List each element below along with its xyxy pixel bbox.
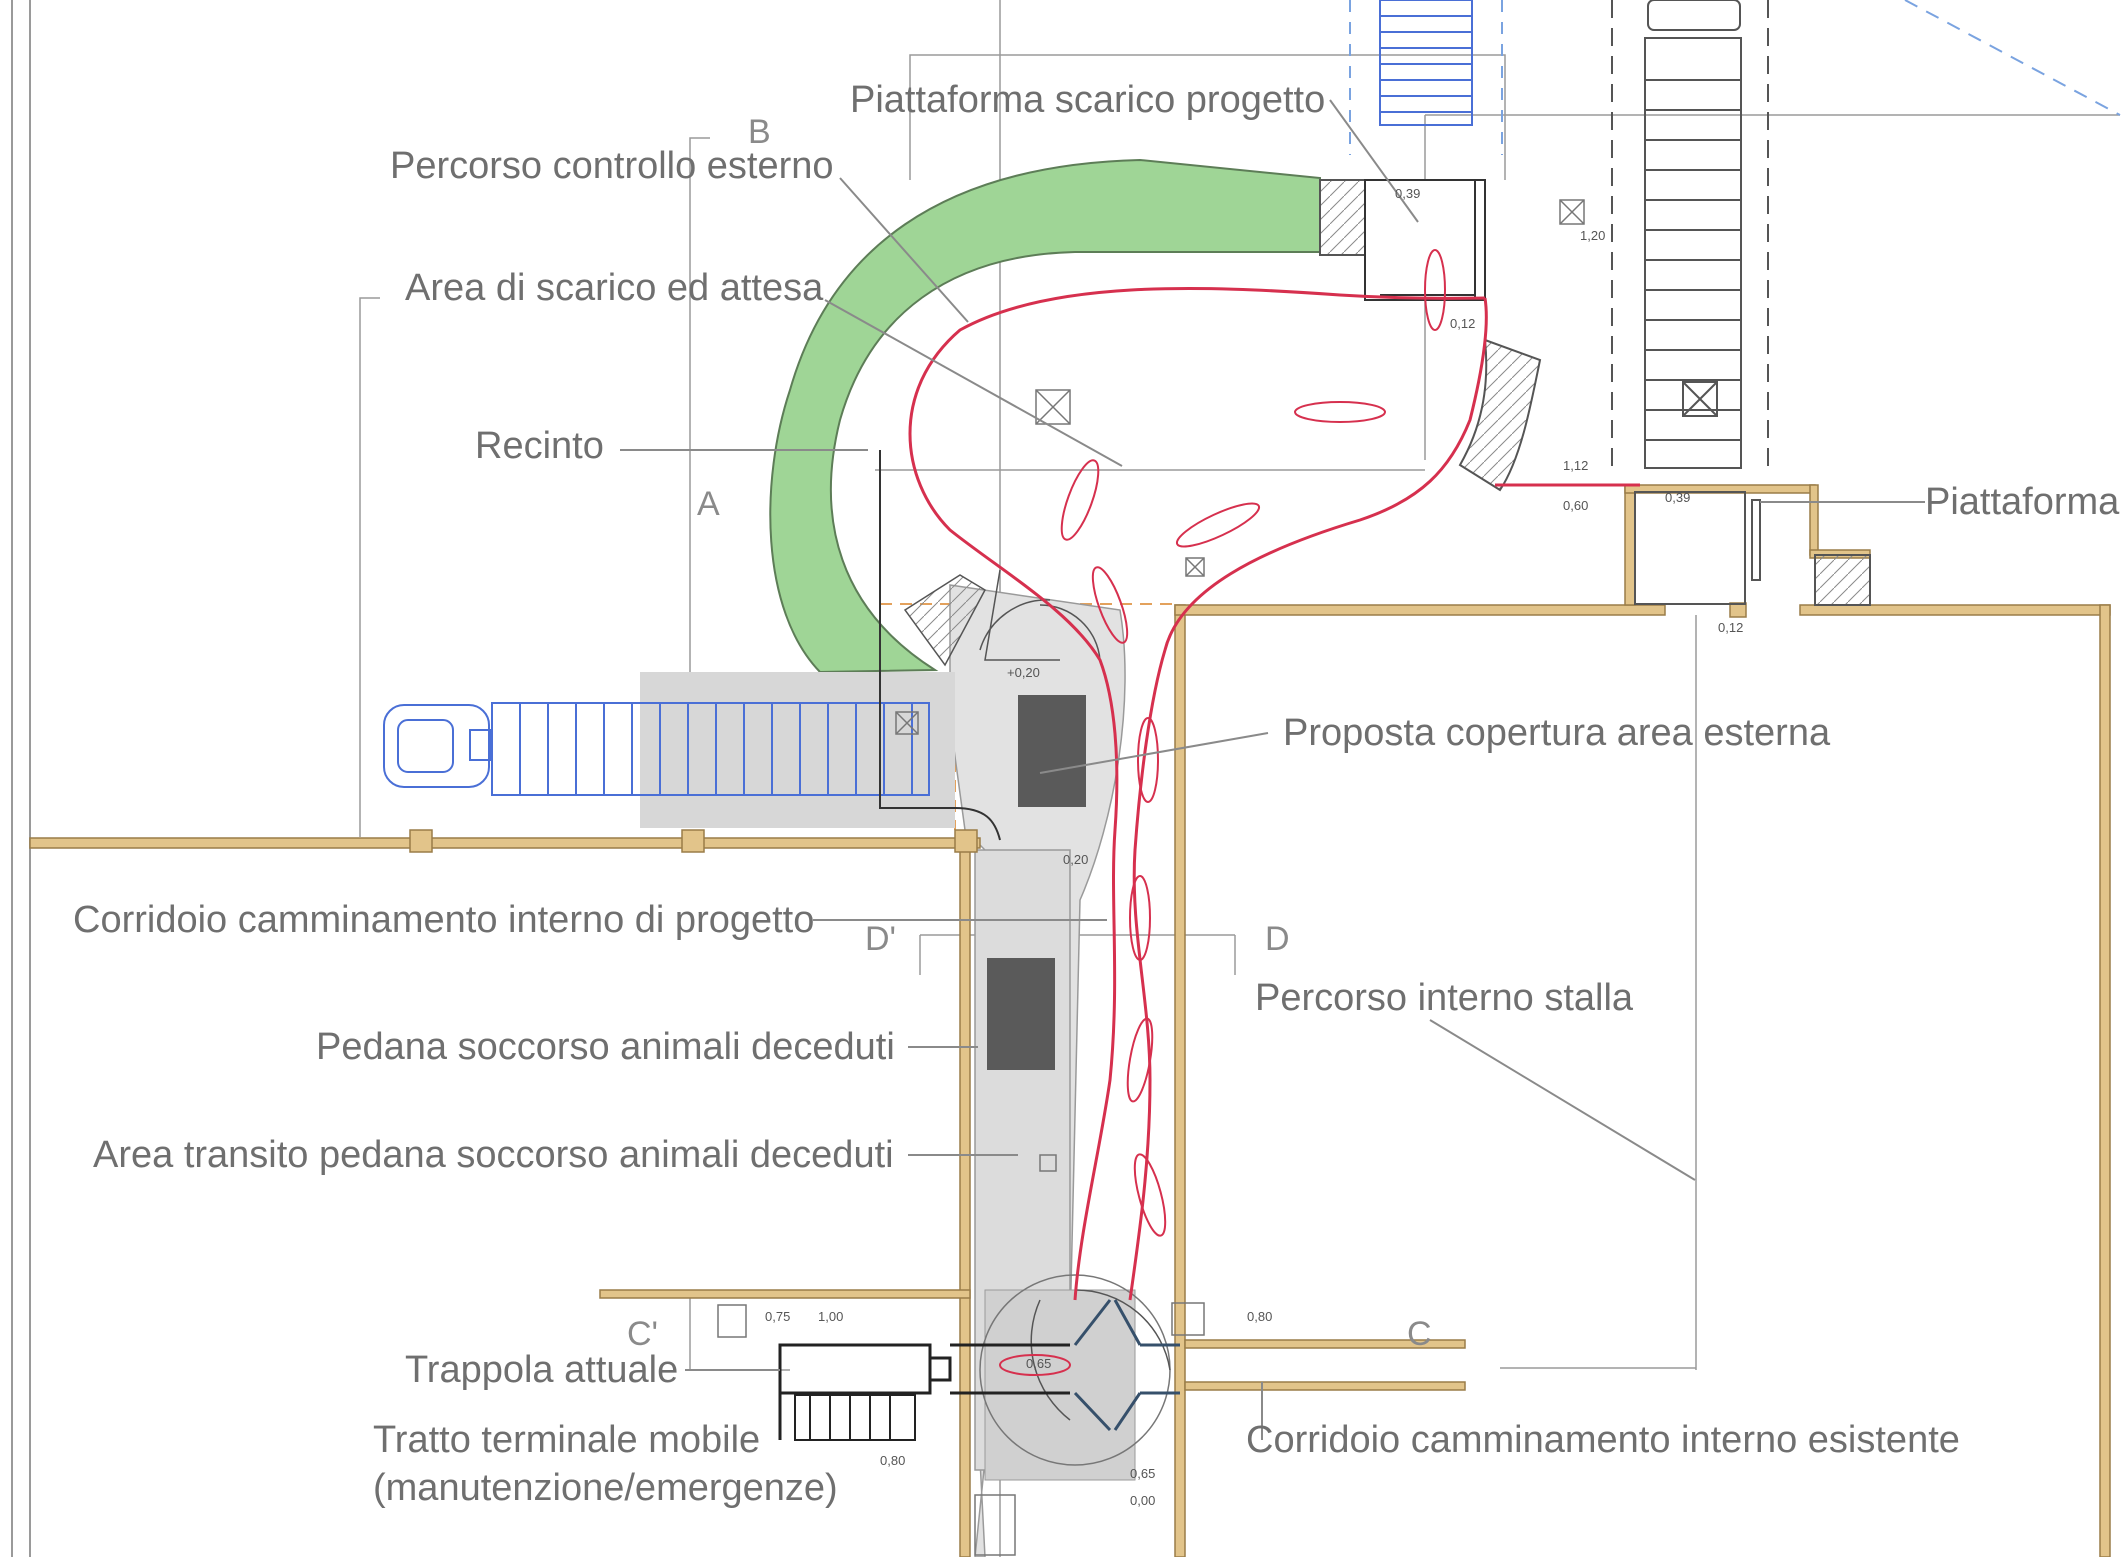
label-percorso-controllo: Percorso controllo esterno [390, 145, 834, 187]
elevation-e7: 0,12 [1718, 620, 1743, 635]
label-recinto: Recinto [475, 425, 604, 467]
section-b: B [748, 113, 771, 151]
elevation-e15: 0,00 [1130, 1493, 1155, 1508]
section-c-prime: C' [627, 1315, 658, 1353]
label-area-transito: Area transito pedana soccorso animali de… [93, 1134, 894, 1176]
elevation-e1: 0,39 [1395, 186, 1420, 201]
pedana-block-upper [1018, 695, 1086, 807]
label-area-scarico: Area di scarico ed attesa [405, 267, 824, 309]
section-a: A [697, 485, 720, 523]
elevation-e13: 0,65 [1026, 1356, 1051, 1371]
section-d-prime: D' [865, 920, 896, 958]
existing-truck [1644, 0, 1742, 469]
section-d: D [1265, 920, 1290, 958]
walls [29, 484, 2111, 1557]
label-piattaforma-scarico: Piattaforma scarico progetto [850, 79, 1325, 121]
label-tratto-terminale-2: (manutenzione/emergenze) [373, 1467, 838, 1509]
animal-path [908, 286, 1640, 1301]
truck-left [383, 672, 955, 828]
leader-lines [620, 99, 1925, 1440]
pig-icons [999, 249, 1446, 1376]
elevation-e9: 0,20 [1063, 852, 1088, 867]
elevation-e6: 0,39 [1665, 490, 1690, 505]
recinto-line [879, 450, 1001, 841]
fan-hatch [903, 574, 986, 667]
small-steps [717, 1302, 1205, 1556]
elevation-markers: 0,39 1,20 0,12 1,12 0,60 0,39 0,12 +0,20… [765, 186, 1743, 1508]
elevation-e10: 0,75 [765, 1309, 790, 1324]
elevation-e4: 1,12 [1563, 458, 1588, 473]
elevation-e11: 1,00 [818, 1309, 843, 1324]
elevation-e2: 1,20 [1580, 228, 1605, 243]
truck-top [1379, 0, 1473, 126]
elevation-e5: 0,60 [1563, 498, 1588, 513]
pedana-soccorso-block [987, 958, 1055, 1070]
label-tratto-terminale-1: Tratto terminale mobile [373, 1419, 760, 1461]
piattaforma-box [1634, 491, 1871, 606]
drain-symbols [895, 199, 1585, 1172]
elevation-e3: 0,12 [1450, 316, 1475, 331]
elevation-e8: +0,20 [1007, 665, 1040, 680]
label-proposta-copertura: Proposta copertura area esterna [1283, 712, 1831, 754]
label-percorso-interno-stalla: Percorso interno stalla [1255, 977, 1634, 1019]
label-piattaforma: Piattaforma [1925, 481, 2120, 523]
green-area [769, 158, 1321, 674]
elevation-e16: 0,80 [880, 1453, 905, 1468]
label-corridoio-esistente: Corridoio camminamento interno esistente [1246, 1419, 1960, 1461]
elevation-e14: 0,65 [1130, 1466, 1155, 1481]
label-pedana-soccorso: Pedana soccorso animali deceduti [316, 1026, 895, 1068]
section-marks: A B C C' D D' [627, 113, 1432, 1353]
section-c: C [1407, 1315, 1432, 1353]
label-corridoio-interno-progetto: Corridoio camminamento interno di proget… [73, 899, 814, 941]
elevation-e12: 0,80 [1247, 1309, 1272, 1324]
ramp-right [1458, 338, 1542, 492]
label-trappola: Trappola attuale [405, 1349, 678, 1391]
labels: Piattaforma scarico progetto Percorso co… [73, 79, 2120, 1509]
